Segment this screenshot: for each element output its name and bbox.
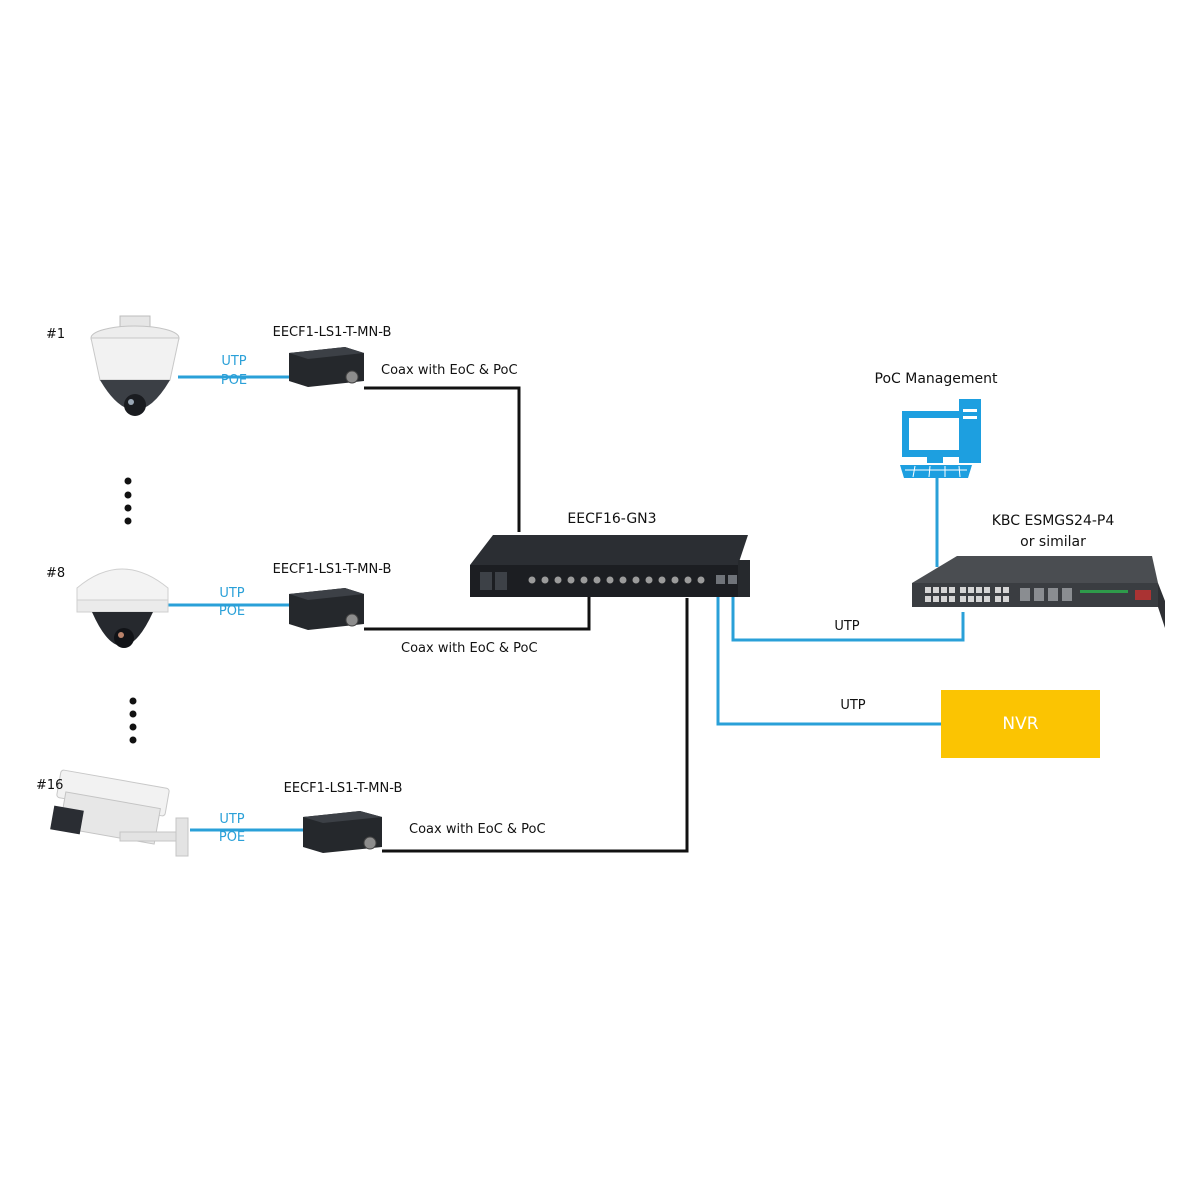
coax-line-8 <box>364 594 591 631</box>
nvr-box: NVR <box>941 690 1100 758</box>
poe-label-camera-8: POE <box>218 604 246 619</box>
more-cameras-dots-icon <box>124 477 132 525</box>
rack-unit-icon <box>470 535 750 597</box>
poe-label-camera-16: POE <box>218 830 246 845</box>
coax-lines <box>364 386 689 853</box>
switch-label-line2: or similar <box>1020 534 1086 550</box>
nvr-label: NVR <box>1002 714 1039 734</box>
utp-label-switch: UTP <box>834 619 860 634</box>
utp-line-nvr <box>716 596 941 726</box>
bullet-camera-icon <box>50 769 189 857</box>
coax-line-16 <box>382 598 689 853</box>
extender-model-8: EECF1-LS1-T-MN-B <box>272 562 392 577</box>
network-switch-icon <box>912 556 1165 628</box>
computer-icon <box>900 399 981 478</box>
extender-model-1: EECF1-LS1-T-MN-B <box>272 325 392 340</box>
extender-model-16: EECF1-LS1-T-MN-B <box>283 781 403 796</box>
utp-label-camera-1: UTP <box>221 354 247 369</box>
central-unit-label: EECF16-GN3 <box>567 511 657 527</box>
extender-icon <box>289 347 364 387</box>
management-label: PoC Management <box>874 371 998 387</box>
camera-label-1: #1 <box>46 327 66 342</box>
coax-label-1: Coax with EoC & PoC <box>381 363 518 378</box>
camera-label-8: #8 <box>46 566 66 581</box>
more-cameras-dots-icon <box>129 697 137 744</box>
coax-line-1 <box>364 386 521 532</box>
camera-label-16: #16 <box>36 778 64 793</box>
extender-icon <box>303 811 382 853</box>
coax-label-8: Coax with EoC & PoC <box>401 641 538 656</box>
extender-icon <box>289 588 364 630</box>
utp-label-nvr: UTP <box>840 698 866 713</box>
utp-lines <box>168 375 965 832</box>
switch-label-line1: KBC ESMGS24-P4 <box>991 513 1115 529</box>
coax-label-16: Coax with EoC & PoC <box>409 822 546 837</box>
ptz-camera-icon <box>90 315 180 416</box>
dome-camera-icon <box>76 568 169 648</box>
utp-line-switch <box>731 596 965 642</box>
utp-label-camera-16: UTP <box>219 812 245 827</box>
utp-label-camera-8: UTP <box>219 586 245 601</box>
poe-label-camera-1: POE <box>220 373 248 388</box>
